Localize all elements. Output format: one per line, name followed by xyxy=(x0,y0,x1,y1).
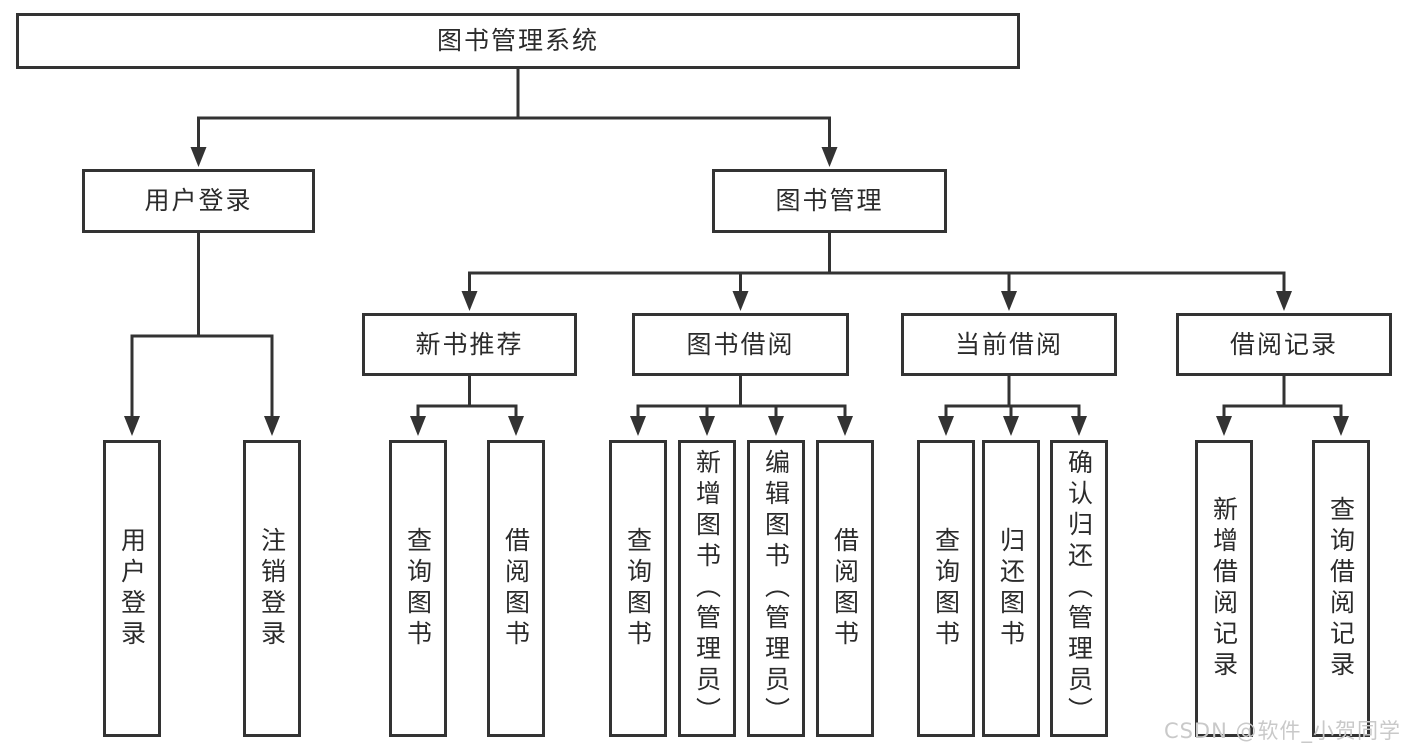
node-user-login: 用户登录 xyxy=(82,169,315,233)
arrowhead xyxy=(190,147,207,167)
connector-newbook-to-leaves xyxy=(410,376,524,436)
node-root: 图书管理系统 xyxy=(16,13,1020,69)
node-book-management: 图书管理 xyxy=(712,169,947,233)
node-new-book-recommend: 新书推荐 xyxy=(362,313,577,376)
connector-bookmgmt-to-level3 xyxy=(461,233,1292,311)
arrowhead xyxy=(124,416,140,436)
leaf-borrow-add-books: 新增图书（管理员） xyxy=(678,440,736,737)
arrowhead xyxy=(1333,416,1349,436)
arrowhead xyxy=(1001,291,1017,311)
arrowhead xyxy=(1071,416,1087,436)
arrowhead xyxy=(1003,416,1019,436)
leaf-record-add-record: 新增借阅记录 xyxy=(1195,440,1253,737)
leaf-current-query-books: 查询图书 xyxy=(917,440,975,737)
leaf-user-login: 用户登录 xyxy=(103,440,161,737)
arrowhead xyxy=(821,147,838,167)
node-book-borrow: 图书借阅 xyxy=(632,313,849,376)
arrowhead xyxy=(410,416,426,436)
arrowhead xyxy=(461,291,478,311)
leaf-record-query-record: 查询借阅记录 xyxy=(1312,440,1370,737)
arrowhead xyxy=(837,416,853,436)
arrowhead xyxy=(1216,416,1232,436)
arrowhead xyxy=(630,416,646,436)
leaf-newbook-query-books: 查询图书 xyxy=(389,440,447,737)
leaf-logout: 注销登录 xyxy=(243,440,301,737)
watermark-text: CSDN @软件_小贺同学 xyxy=(1163,719,1401,743)
arrowhead xyxy=(1276,291,1292,311)
arrowhead xyxy=(938,416,954,436)
arrowhead xyxy=(699,416,715,436)
arrowhead xyxy=(732,291,749,311)
connector-userlogin-to-leaves xyxy=(124,233,280,436)
leaf-borrow-borrow-books: 借阅图书 xyxy=(816,440,874,737)
connector-root-to-level2 xyxy=(190,69,838,167)
leaf-newbook-borrow-books: 借阅图书 xyxy=(487,440,545,737)
arrowhead xyxy=(264,416,280,436)
connector-currentborrow-to-leaves xyxy=(938,376,1087,436)
leaf-current-confirm-return: 确认归还（管理员） xyxy=(1050,440,1108,737)
arrowhead xyxy=(508,416,524,436)
arrowhead xyxy=(768,416,784,436)
connector-bookborrow-to-leaves xyxy=(630,376,853,436)
node-current-borrow: 当前借阅 xyxy=(901,313,1117,376)
leaf-current-return-books: 归还图书 xyxy=(982,440,1040,737)
leaf-borrow-edit-books: 编辑图书（管理员） xyxy=(747,440,805,737)
leaf-borrow-query-books: 查询图书 xyxy=(609,440,667,737)
node-borrow-records: 借阅记录 xyxy=(1176,313,1392,376)
connector-borrowrecords-to-leaves xyxy=(1216,376,1349,436)
